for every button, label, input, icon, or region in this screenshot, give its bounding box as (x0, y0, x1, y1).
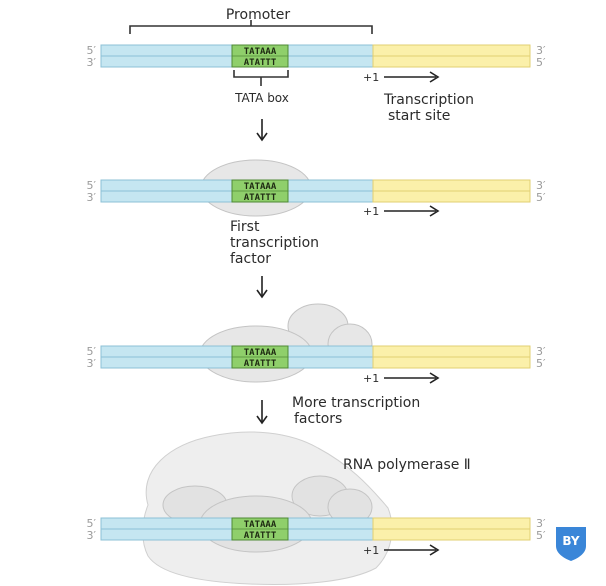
by-badge-icon: BY (556, 527, 586, 561)
strand-end-5prime-right: 5′ (536, 357, 546, 370)
transcription-direction-arrow (384, 205, 440, 217)
strand-end-3prime-left: 3′ (87, 529, 97, 542)
first-tf-label-line-2: transcription (230, 235, 319, 251)
more-tf-label-line-2: factors (294, 411, 342, 427)
tata-bottom-sequence: ATATTT (244, 359, 277, 369)
promoter-bracket (129, 20, 373, 34)
first-tf-label-line-3: factor (230, 251, 271, 267)
dna-strand-stage-4: TATAAA ATATTT (100, 517, 531, 541)
strand-end-3prime-right: 3′ (536, 517, 546, 530)
transcription-direction-arrow (384, 372, 440, 384)
tata-bottom-sequence: ATATTT (244, 58, 277, 68)
strand-end-5prime-right: 5′ (536, 191, 546, 204)
dna-strand-stage-2: TATAAA ATATTT (100, 179, 531, 203)
tss-label-line-2: start site (388, 108, 450, 124)
strand-end-5prime-right: 5′ (536, 56, 546, 69)
tata-top-sequence: TATAAA (244, 47, 277, 57)
tata-box-bracket (233, 70, 289, 86)
start-site-mark: +1 (363, 372, 379, 385)
strand-end-5prime-left: 5′ (87, 44, 97, 57)
strand-end-3prime-right: 3′ (536, 345, 546, 358)
strand-end-3prime-left: 3′ (87, 191, 97, 204)
tss-label-line-1: Transcription (383, 92, 474, 108)
strand-end-5prime-left: 5′ (87, 179, 97, 192)
transcription-factor-cluster (199, 303, 373, 383)
tata-bottom-sequence: ATATTT (244, 531, 277, 541)
step-arrow-2 (256, 276, 268, 299)
start-site-mark: +1 (363, 71, 379, 84)
start-site-mark: +1 (363, 205, 379, 218)
tata-top-sequence: TATAAA (244, 520, 277, 530)
strand-end-3prime-left: 3′ (87, 56, 97, 69)
tata-top-sequence: TATAAA (244, 348, 277, 358)
tata-bottom-sequence: ATATTT (244, 193, 277, 203)
step-arrow-3 (256, 400, 268, 425)
step-arrow-1 (256, 119, 268, 142)
transcription-direction-arrow (384, 544, 440, 556)
strand-end-5prime-left: 5′ (87, 345, 97, 358)
strand-end-3prime-left: 3′ (87, 357, 97, 370)
tata-box-label: TATA box (234, 91, 289, 105)
start-site-mark: +1 (363, 544, 379, 557)
promoter-label: Promoter (226, 7, 291, 23)
dna-strand-stage-1: TATAAA ATATTT (100, 44, 531, 68)
strand-end-5prime-right: 5′ (536, 529, 546, 542)
strand-end-3prime-right: 3′ (536, 44, 546, 57)
tata-top-sequence: TATAAA (244, 182, 277, 192)
rna-polymerase-label: RNA polymerase Ⅱ (343, 457, 471, 473)
dna-strand-stage-3: TATAAA ATATTT (100, 345, 531, 369)
badge-text: BY (562, 534, 579, 548)
more-tf-label-line-1: More transcription (292, 395, 420, 411)
strand-end-5prime-left: 5′ (87, 517, 97, 530)
strand-end-3prime-right: 3′ (536, 179, 546, 192)
transcription-direction-arrow (384, 71, 440, 83)
first-tf-label-line-1: First (230, 219, 260, 235)
